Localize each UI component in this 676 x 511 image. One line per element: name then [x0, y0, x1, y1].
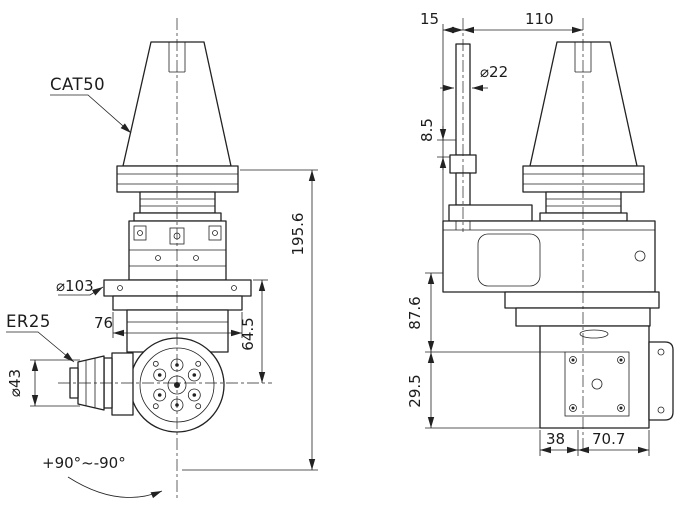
angle-head-side	[539, 325, 674, 429]
dim-stop-offset: 15	[420, 10, 463, 221]
taper-label: CAT50	[50, 75, 105, 94]
stop-pin-diameter-label: ⌀22	[480, 63, 508, 81]
spindle-flange	[116, 165, 239, 222]
gauge-to-nose-label: 195.6	[289, 213, 307, 256]
stop-step-label: 8.5	[418, 118, 436, 142]
front-view: CAT50 ⌀103 76 195.6 64.5 ⌀43	[6, 18, 318, 499]
dim-flange-to-head: 87.6	[406, 272, 565, 353]
dim-collet-callout: ER25	[6, 312, 75, 363]
side-view: 15 110 ⌀22 8.5 87.6 29.5	[406, 10, 674, 456]
stop-offset-label: 15	[420, 10, 439, 28]
gearbox-body-side	[442, 220, 656, 293]
stop-to-axis-label: 110	[525, 10, 554, 28]
head-height-label: 29.5	[406, 374, 424, 407]
swivel-range-label: +90°~-90°	[42, 454, 126, 472]
dim-flange-to-axis: 64.5	[239, 279, 268, 383]
dim-head-lengths: 38 70.7	[539, 430, 650, 456]
flange-to-axis-label: 64.5	[239, 317, 257, 350]
dim-swivel-range: +90°~-90°	[42, 454, 163, 499]
dim-collet-nut-diameter: ⌀43	[6, 359, 80, 407]
cat50-taper-side	[522, 41, 645, 222]
head-front-length-label: 38	[546, 430, 565, 448]
gearbox-body	[128, 220, 227, 281]
collet-label: ER25	[6, 312, 51, 331]
flange-to-head-label: 87.6	[406, 296, 424, 329]
stop-pin	[448, 43, 533, 222]
collet-nut-diameter-label: ⌀43	[6, 369, 24, 397]
head-rear-length-label: 70.7	[592, 430, 625, 448]
dim-body-width: 76	[94, 312, 243, 338]
dim-stop-to-axis: 110	[463, 10, 583, 34]
dim-flange-diameter: ⌀103	[56, 277, 104, 296]
flange-diameter-label: ⌀103	[56, 277, 94, 295]
dim-taper-callout: CAT50	[50, 75, 132, 134]
centerline-side	[462, 18, 584, 452]
dim-stop-step: 8.5	[418, 118, 456, 170]
dim-head-height: 29.5	[406, 352, 540, 429]
mounting-flange-side	[504, 291, 660, 327]
dim-gauge-to-nose: 195.6	[182, 169, 318, 471]
centerline	[58, 18, 272, 498]
dim-stop-pin-diameter: ⌀22	[440, 63, 508, 92]
body-width-label: 76	[94, 314, 113, 332]
mounting-flange	[103, 279, 252, 311]
